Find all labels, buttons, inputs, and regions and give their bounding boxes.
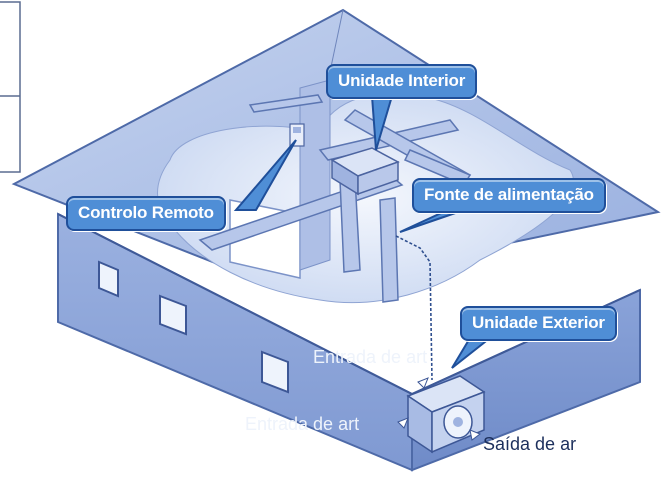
callout-pointers [233,95,493,369]
legend-box-fragment [0,1,21,173]
ac-indoor-unit-icon [330,147,400,196]
callout-controlo-remoto: Controlo Remoto [66,196,226,231]
callout-unidade-interior: Unidade Interior [326,64,478,99]
airflow-arrows [397,377,482,441]
ac-outdoor-unit-icon [406,375,486,454]
power-line [395,235,433,381]
label-saida-de-ar: Saída de ar [483,434,577,454]
window-icon [98,260,289,394]
remote-control-icon [289,123,305,147]
label-entrada-de-ar-lower: Entrada de art [245,414,360,434]
label-entrada-de-ar-upper: Entrada de art [313,347,428,367]
callout-fonte-alimentacao: Fonte de alimentação [412,178,606,213]
callout-unidade-exterior: Unidade Exterior [460,306,617,341]
